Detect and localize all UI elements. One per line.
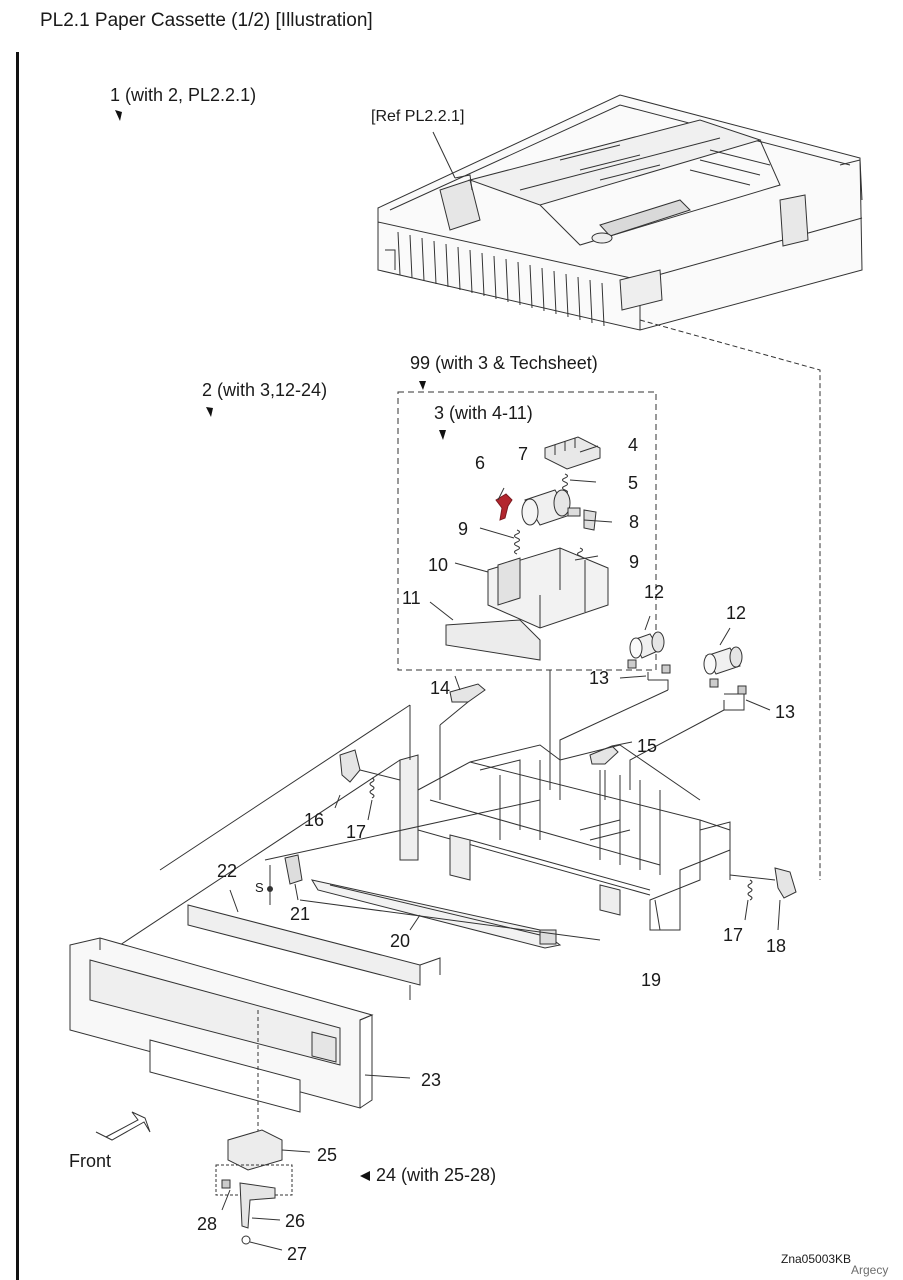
part-number-9a: 9	[458, 519, 469, 539]
part-number-14: 14	[430, 678, 451, 698]
highlighted-part-6	[495, 493, 513, 521]
part-number-16: 16	[304, 810, 325, 830]
part-number-6: 6	[475, 453, 486, 473]
screw-label: S	[255, 880, 264, 895]
callout-ref-pl2-2-1: [Ref PL2.2.1]	[371, 108, 465, 125]
part-number-12b: 12	[726, 603, 747, 623]
part-number-28: 28	[197, 1214, 218, 1234]
part-number-15: 15	[637, 736, 658, 756]
watermark-text: Argecy	[851, 1263, 889, 1277]
cassette-tray-drawing	[377, 94, 863, 331]
part-number-5: 5	[628, 473, 639, 493]
callout-item-99: 99 (with 3 & Techsheet)	[410, 353, 598, 373]
callout-item-2: 2 (with 3,12-24)	[202, 380, 328, 400]
feeder-frame-drawing	[399, 744, 731, 931]
part-number-21: 21	[290, 904, 311, 924]
part-number-4: 4	[628, 435, 639, 455]
part-number-11: 11	[402, 588, 421, 608]
part-number-26: 26	[285, 1211, 306, 1231]
callout-item-24: 24 (with 25-28)	[376, 1165, 497, 1185]
part-number-19: 19	[641, 970, 662, 990]
part-number-20: 20	[390, 931, 411, 951]
part-number-17b: 17	[723, 925, 744, 945]
drawing-code: Zna05003KB	[781, 1252, 852, 1266]
part-number-22: 22	[217, 861, 238, 881]
part-number-13a: 13	[589, 668, 610, 688]
part-number-12a: 12	[644, 582, 665, 602]
part-number-17a: 17	[346, 822, 367, 842]
front-direction-label: Front	[69, 1151, 112, 1171]
part-number-27: 27	[287, 1244, 308, 1264]
part-number-25: 25	[317, 1145, 338, 1165]
part-number-9b: 9	[629, 552, 640, 572]
part-number-23: 23	[421, 1070, 442, 1090]
part-number-18: 18	[766, 936, 787, 956]
left-border-rule	[16, 52, 19, 1280]
part-number-7: 7	[518, 444, 529, 464]
callout-item-3: 3 (with 4-11)	[434, 403, 533, 423]
part-number-13b: 13	[775, 702, 796, 722]
callout-item-1: 1 (with 2, PL2.2.1)	[110, 85, 257, 105]
part-number-10: 10	[428, 555, 449, 575]
page-title: PL2.1 Paper Cassette (1/2) [Illustration…	[40, 10, 373, 31]
part-number-8: 8	[629, 512, 640, 532]
front-cover-drawing	[69, 937, 374, 1113]
